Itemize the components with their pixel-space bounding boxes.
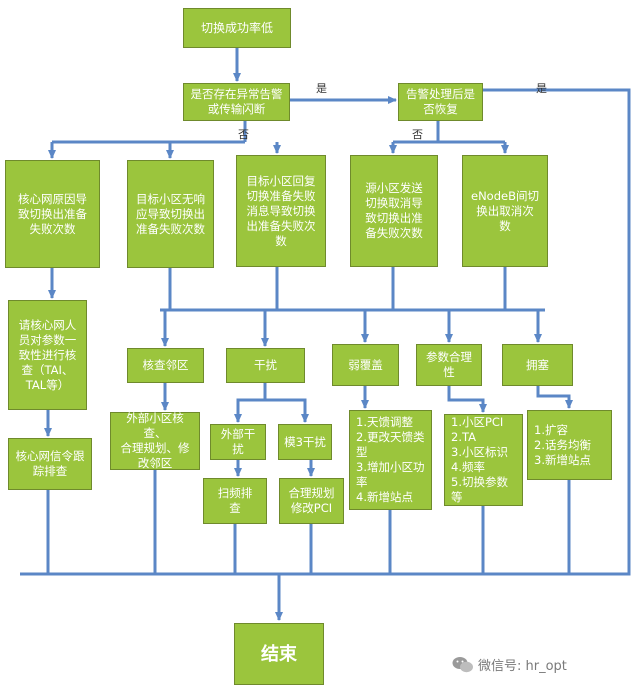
wechat-icon <box>452 656 473 672</box>
connectors <box>20 48 631 621</box>
node-start: 切换成功率低 <box>183 8 291 48</box>
node-param-actions: 1.小区PCI 2.TA 3.小区标识 4.频率 5.切换参数等 <box>444 414 523 506</box>
node-core-network-cause: 核心网原因导 致切换出准备 失败次数 <box>5 160 100 268</box>
label-yes-1: 是 <box>316 82 327 95</box>
node-weak-coverage-actions: 1.天馈调整 2.更改天馈类 型 3.增加小区功 率 4.新增站点 <box>349 410 432 510</box>
node-alarm-question: 是否存在异常告警 或传输闪断 <box>183 83 290 121</box>
connector-26 <box>265 398 307 422</box>
connector-32 <box>447 386 487 413</box>
node-interference: 干扰 <box>226 348 305 383</box>
node-neighbor-action: 外部小区核查、 合理规划、修 改邻区 <box>110 411 200 470</box>
label-yes-2: 是 <box>536 82 547 95</box>
node-congestion: 拥塞 <box>502 344 573 386</box>
node-target-prep-fail: 目标小区回复 切换准备失败 消息导致切换 出准备失败次 数 <box>236 155 326 267</box>
node-mod3-interference: 模3干扰 <box>278 424 332 460</box>
watermark-text: 微信号: hr_opt <box>478 659 567 674</box>
node-congestion-actions: 1.扩容 2.话务均衡 3.新增站点 <box>527 410 612 480</box>
connector-25 <box>236 383 267 422</box>
connector-33 <box>536 386 573 409</box>
node-enodeb-cancel: eNodeB间切 换出取消次 数 <box>462 155 548 267</box>
node-external-interference: 外部干 扰 <box>210 424 266 460</box>
node-frequency-scan: 扫频排 查 <box>203 478 267 524</box>
label-no-1: 否 <box>238 128 249 141</box>
node-source-cancel: 源小区发送 切换取消导 致切换出准 备失败次数 <box>350 155 438 267</box>
node-param-reasonable: 参数合理 性 <box>416 344 482 386</box>
node-check-neighbor: 核查邻区 <box>127 348 204 383</box>
node-alarm-recover-question: 告警处理后是 否恢复 <box>398 83 483 121</box>
node-pci-plan: 合理规划 修改PCI <box>279 478 344 524</box>
node-core-signal-trace: 核心网信令跟 踪排查 <box>8 438 92 490</box>
node-target-no-response: 目标小区无响 应导致切换出 准备失败次数 <box>127 160 214 268</box>
node-core-staff-check: 请核心网人 员对参数一 致性进行核 查（TAI、 TAL等） <box>8 300 87 410</box>
node-end: 结束 <box>234 623 324 685</box>
label-no-2: 否 <box>412 128 423 141</box>
watermark: 微信号: hr_opt <box>452 655 567 674</box>
node-weak-coverage: 弱覆盖 <box>332 344 399 386</box>
